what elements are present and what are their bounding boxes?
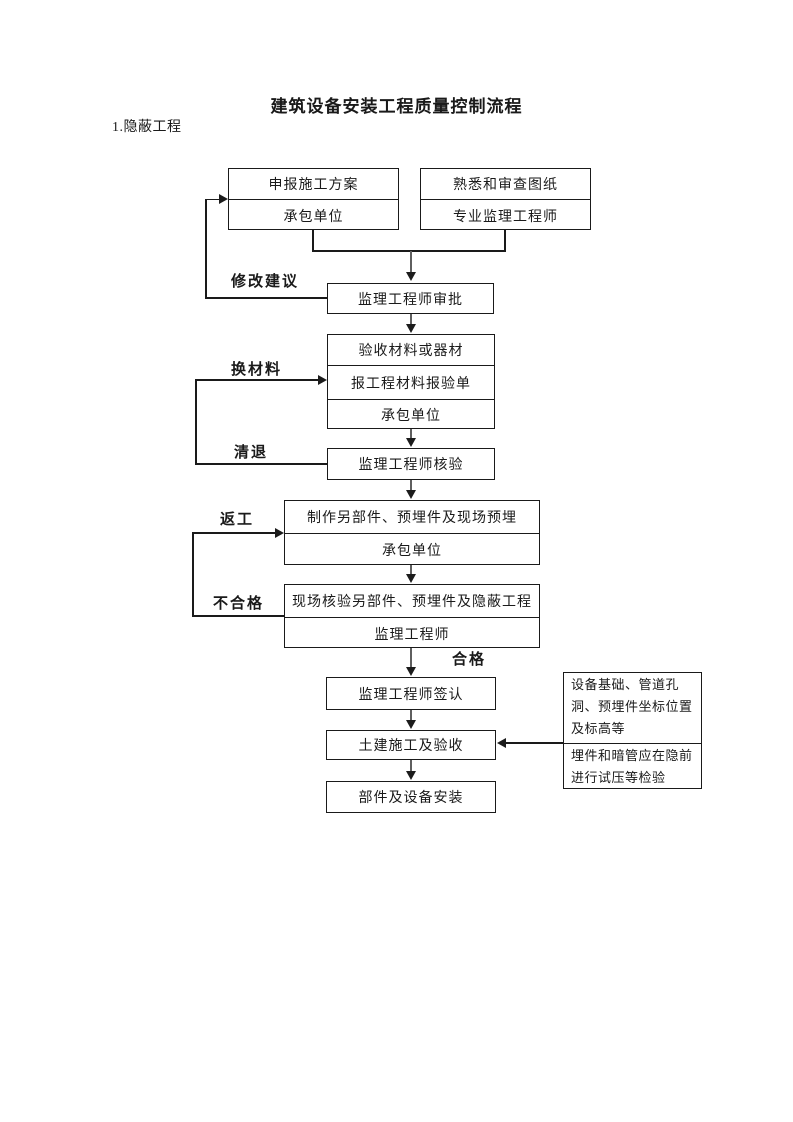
review-drawings-actor: 专业监理工程师 bbox=[421, 199, 590, 231]
arrow-to-sign-head-icon bbox=[405, 667, 416, 676]
review-drawings-action: 熟悉和审查图纸 bbox=[453, 178, 558, 193]
arrow-to-civil-head-icon bbox=[405, 720, 416, 729]
section-heading: 1.隐蔽工程 bbox=[112, 120, 182, 135]
side-note-item-1: 设备基础、管道孔洞、预埋件坐标位置及标高等 bbox=[571, 677, 693, 736]
box-declare-plan: 申报施工方案 承包单位 bbox=[228, 168, 399, 230]
note-arrow-line bbox=[506, 742, 564, 744]
loop-clear-vertical-line bbox=[195, 379, 197, 465]
material-acceptance-actor: 承包单位 bbox=[328, 399, 494, 430]
box-fabricate-embed: 制作另部件、预埋件及现场预埋 承包单位 bbox=[284, 500, 540, 565]
loop-revise-bottom-line bbox=[205, 297, 328, 299]
box-engineer-verify: 监理工程师核验 bbox=[327, 448, 495, 480]
loop-swap-top-line bbox=[195, 379, 318, 381]
label-rework: 返工 bbox=[220, 512, 255, 528]
fabricate-embed-action: 制作另部件、预埋件及现场预埋 bbox=[307, 511, 517, 526]
box-civil-construction: 土建施工及验收 bbox=[326, 730, 496, 760]
arrow-to-install-shaft bbox=[410, 760, 413, 771]
arrow-to-approval-head-icon bbox=[405, 272, 416, 281]
box-equipment-install: 部件及设备安装 bbox=[326, 781, 496, 813]
loop-revise-top-line bbox=[205, 198, 221, 200]
civil-construction-label: 土建施工及验收 bbox=[358, 739, 464, 754]
arrow-to-verify-head-icon bbox=[405, 438, 416, 447]
loop-revise-vertical-line bbox=[205, 199, 207, 298]
loop-revise-arrowhead-icon bbox=[219, 194, 228, 204]
arrow-to-civil-shaft bbox=[410, 710, 413, 720]
box-material-acceptance: 验收材料或器材 报工程材料报验单 承包单位 bbox=[327, 334, 495, 429]
declare-plan-actor: 承包单位 bbox=[229, 199, 398, 231]
arrow-to-sitecheck-shaft bbox=[410, 565, 413, 574]
arrow-to-materials-shaft bbox=[410, 314, 413, 325]
fabricate-embed-actor: 承包单位 bbox=[285, 533, 539, 566]
loop-rework-arrowhead-icon bbox=[275, 527, 284, 538]
label-revise-suggestion: 修改建议 bbox=[231, 274, 300, 290]
label-fail: 不合格 bbox=[213, 596, 265, 612]
declare-plan-action: 申报施工方案 bbox=[268, 178, 359, 193]
arrow-to-fabricate-head-icon bbox=[405, 490, 416, 499]
loop-fail-bottom-line bbox=[192, 615, 284, 617]
material-acceptance-form: 报工程材料报验单 bbox=[328, 365, 494, 399]
arrow-to-fabricate-shaft bbox=[410, 480, 413, 490]
note-arrowhead-icon bbox=[497, 737, 506, 748]
box-review-drawings: 熟悉和审查图纸 专业监理工程师 bbox=[420, 168, 591, 230]
label-clear-out: 清退 bbox=[234, 445, 269, 461]
side-note-item-2: 埋件和暗管应在隐前进行试压等检验 bbox=[564, 743, 701, 790]
engineer-approval-label: 监理工程师审批 bbox=[358, 292, 463, 308]
label-swap-material: 换材料 bbox=[231, 362, 283, 378]
loop-fail-vertical-line bbox=[192, 532, 194, 617]
arrow-to-sitecheck-head-icon bbox=[405, 574, 416, 583]
arrow-to-install-head-icon bbox=[405, 771, 416, 780]
box-side-note: 设备基础、管道孔洞、预埋件坐标位置及标高等 埋件和暗管应在隐前进行试压等检验 bbox=[563, 672, 702, 789]
loop-swap-arrowhead-icon bbox=[318, 374, 327, 385]
arrow-to-verify-shaft bbox=[410, 429, 413, 439]
connector-drawings-stub bbox=[504, 229, 506, 251]
box-engineer-approval: 监理工程师审批 bbox=[327, 283, 494, 314]
arrow-to-approval-shaft bbox=[410, 251, 413, 272]
box-site-inspection: 现场核验另部件、预埋件及隐蔽工程 监理工程师 bbox=[284, 584, 540, 648]
engineer-verify-label: 监理工程师核验 bbox=[358, 458, 464, 473]
connector-merge-bar bbox=[312, 250, 506, 252]
site-inspection-actor: 监理工程师 bbox=[285, 617, 539, 649]
arrow-to-materials-head-icon bbox=[405, 324, 416, 333]
loop-rework-top-line bbox=[192, 532, 275, 534]
connector-declare-stub bbox=[312, 229, 314, 251]
loop-clear-bottom-line bbox=[195, 463, 328, 465]
equipment-install-label: 部件及设备安装 bbox=[358, 791, 464, 806]
engineer-sign-label: 监理工程师签认 bbox=[358, 687, 464, 703]
arrow-to-sign-shaft bbox=[410, 648, 413, 667]
site-inspection-action: 现场核验另部件、预埋件及隐蔽工程 bbox=[292, 595, 532, 610]
label-pass: 合格 bbox=[452, 652, 487, 668]
material-acceptance-action: 验收材料或器材 bbox=[358, 344, 464, 359]
box-engineer-sign: 监理工程师签认 bbox=[326, 677, 496, 710]
page-title: 建筑设备安装工程质量控制流程 bbox=[270, 97, 523, 116]
